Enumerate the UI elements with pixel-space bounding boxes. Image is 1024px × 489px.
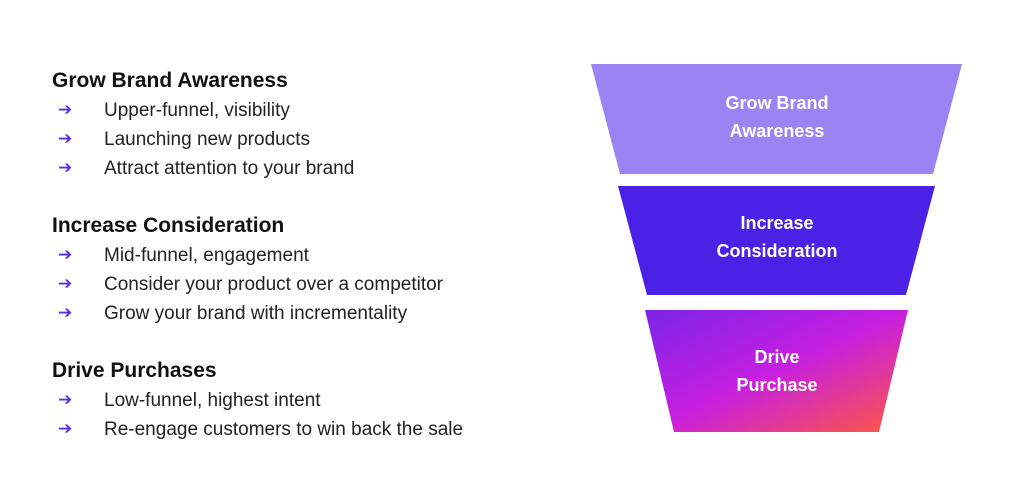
funnel-stage-label: Consideration <box>716 241 837 261</box>
section-purchases: Drive Purchases ➔ Low-funnel, highest in… <box>52 356 572 444</box>
arrow-right-icon: ➔ <box>58 419 73 439</box>
list-item: ➔ Consider your product over a competito… <box>52 270 572 299</box>
arrow-right-icon: ➔ <box>58 158 73 178</box>
section-title: Increase Consideration <box>52 214 285 237</box>
list-item-text: Grow your brand with incrementality <box>104 303 408 324</box>
section-title: Grow Brand Awareness <box>52 69 288 92</box>
funnel-stage-label: Drive <box>754 347 799 367</box>
arrow-right-icon: ➔ <box>58 303 73 323</box>
section-consideration: Increase Consideration ➔ Mid-funnel, eng… <box>52 211 572 328</box>
list-item: ➔ Launching new products <box>52 125 572 154</box>
list-item-text: Low-funnel, highest intent <box>104 390 321 411</box>
arrow-right-icon: ➔ <box>58 390 73 410</box>
arrow-right-icon: ➔ <box>58 129 73 149</box>
funnel-stage-label: Awareness <box>730 121 825 141</box>
section-title: Drive Purchases <box>52 359 217 382</box>
list-item-text: Mid-funnel, engagement <box>104 245 309 266</box>
section-awareness: Grow Brand Awareness ➔ Upper-funnel, vis… <box>52 66 572 183</box>
list-item: ➔ Low-funnel, highest intent <box>52 386 572 415</box>
list-item-text: Consider your product over a competitor <box>104 274 443 295</box>
list-item-text: Re-engage customers to win back the sale <box>104 419 464 440</box>
list-item: ➔ Mid-funnel, engagement <box>52 241 572 270</box>
list-item-text: Launching new products <box>104 129 310 150</box>
list-item: ➔ Re-engage customers to win back the sa… <box>52 415 572 444</box>
arrow-right-icon: ➔ <box>58 100 73 120</box>
strategy-list: Grow Brand Awareness ➔ Upper-funnel, vis… <box>52 0 572 489</box>
funnel-stage-consideration <box>618 186 935 295</box>
list-item: ➔ Upper-funnel, visibility <box>52 96 572 125</box>
arrow-right-icon: ➔ <box>58 245 73 265</box>
funnel-stage-awareness <box>591 64 962 174</box>
list-item-text: Upper-funnel, visibility <box>104 100 290 121</box>
funnel-stage-label: Grow Brand <box>725 93 828 113</box>
list-item: ➔ Grow your brand with incrementality <box>52 299 572 328</box>
list-item: ➔ Attract attention to your brand <box>52 154 572 183</box>
funnel-stage-purchase <box>645 310 908 432</box>
list-item-text: Attract attention to your brand <box>104 158 355 179</box>
funnel-stage-label: Increase <box>740 213 813 233</box>
funnel-stage-label: Purchase <box>736 375 817 395</box>
arrow-right-icon: ➔ <box>58 274 73 294</box>
